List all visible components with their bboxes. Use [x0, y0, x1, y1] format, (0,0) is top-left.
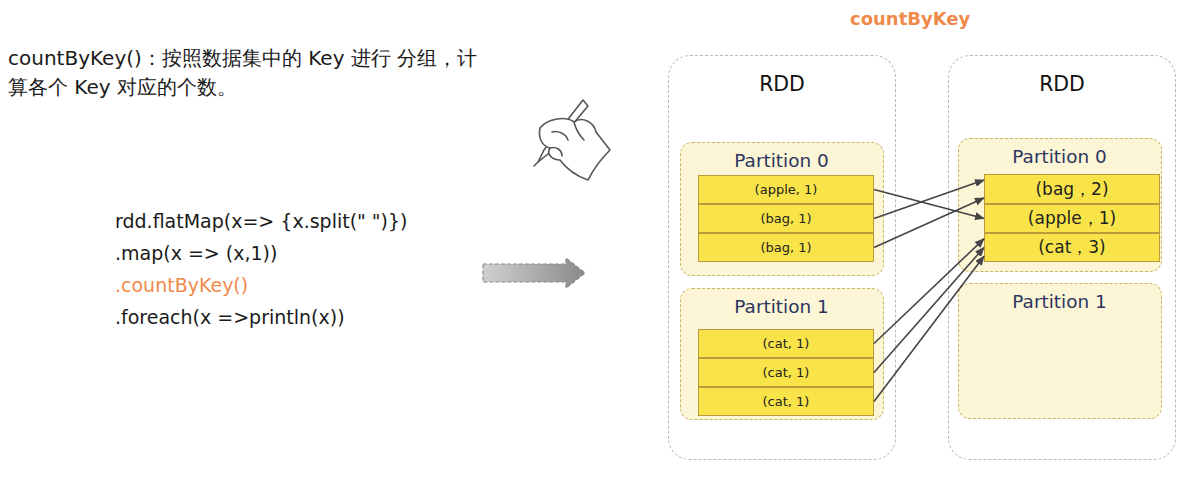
- record-row: (apple, 1): [698, 175, 874, 204]
- diagram-title: countByKey: [850, 8, 970, 29]
- node-text: (cat, 1): [763, 394, 810, 409]
- node-text: Partition 1: [959, 284, 1161, 312]
- record-row: (bag，2): [984, 174, 1160, 204]
- node-text: (bag, 1): [760, 211, 811, 226]
- node-text: (bag，2): [1035, 178, 1108, 201]
- node-text: RDD: [949, 56, 1175, 96]
- partition-box: Partition 0 (bag，2) (apple，1) (cat，3): [958, 138, 1162, 272]
- node-text: (apple，1): [1028, 207, 1116, 230]
- node-text: Partition 0: [959, 139, 1161, 167]
- shuffle-arrow: [874, 180, 984, 219]
- code-line: .map(x => (x,1)): [115, 240, 277, 268]
- shuffle-arrow: [874, 256, 984, 401]
- hand-icon: [534, 100, 610, 180]
- record-row: (cat, 1): [698, 329, 874, 358]
- rdd-container: RDD Partition 0 (apple, 1) (bag, 1) (bag, 1)…: [668, 55, 896, 460]
- partition-box: Partition 1 (cat, 1) (cat, 1) (cat, 1): [680, 288, 884, 420]
- shuffle-arrow: [874, 248, 984, 373]
- node-text: (bag, 1): [760, 240, 811, 255]
- rdd-container: RDDPartition 0(bag，2)(apple，1)(cat，3)Par…: [948, 55, 1176, 460]
- record-row: (cat，3): [984, 233, 1160, 262]
- shuffle-arrow: [874, 239, 984, 344]
- node-text: (cat, 1): [763, 336, 810, 351]
- code-line: .foreach(x =>println(x)): [115, 304, 345, 332]
- node-text: (apple, 1): [755, 182, 818, 197]
- node-text: (cat，3): [1038, 236, 1106, 259]
- record-row: (apple，1): [984, 204, 1160, 233]
- record-row: (bag, 1): [698, 233, 874, 262]
- shuffle-arrow: [874, 190, 984, 219]
- code-line: rdd.flatMap(x=> {x.split(" ")}): [115, 208, 408, 236]
- record-row: (cat, 1): [698, 387, 874, 416]
- node-text: Partition 0: [681, 143, 883, 171]
- node-text: (cat, 1): [763, 365, 810, 380]
- record-row: (cat, 1): [698, 358, 874, 387]
- node-text: Partition 1: [681, 289, 883, 317]
- partition-box: Partition 0 (apple, 1) (bag, 1) (bag, 1): [680, 142, 884, 276]
- shuffle-arrow: [874, 198, 984, 248]
- code-line-highlight: .countByKey(): [115, 272, 248, 300]
- flow-arrow: [483, 258, 585, 288]
- node-text: RDD: [669, 56, 895, 96]
- record-row: (bag, 1): [698, 204, 874, 233]
- partition-box: Partition 1: [958, 283, 1162, 419]
- description-text: countByKey()：按照数据集中的 Key 进行 分组，计算各个 Key …: [8, 44, 490, 102]
